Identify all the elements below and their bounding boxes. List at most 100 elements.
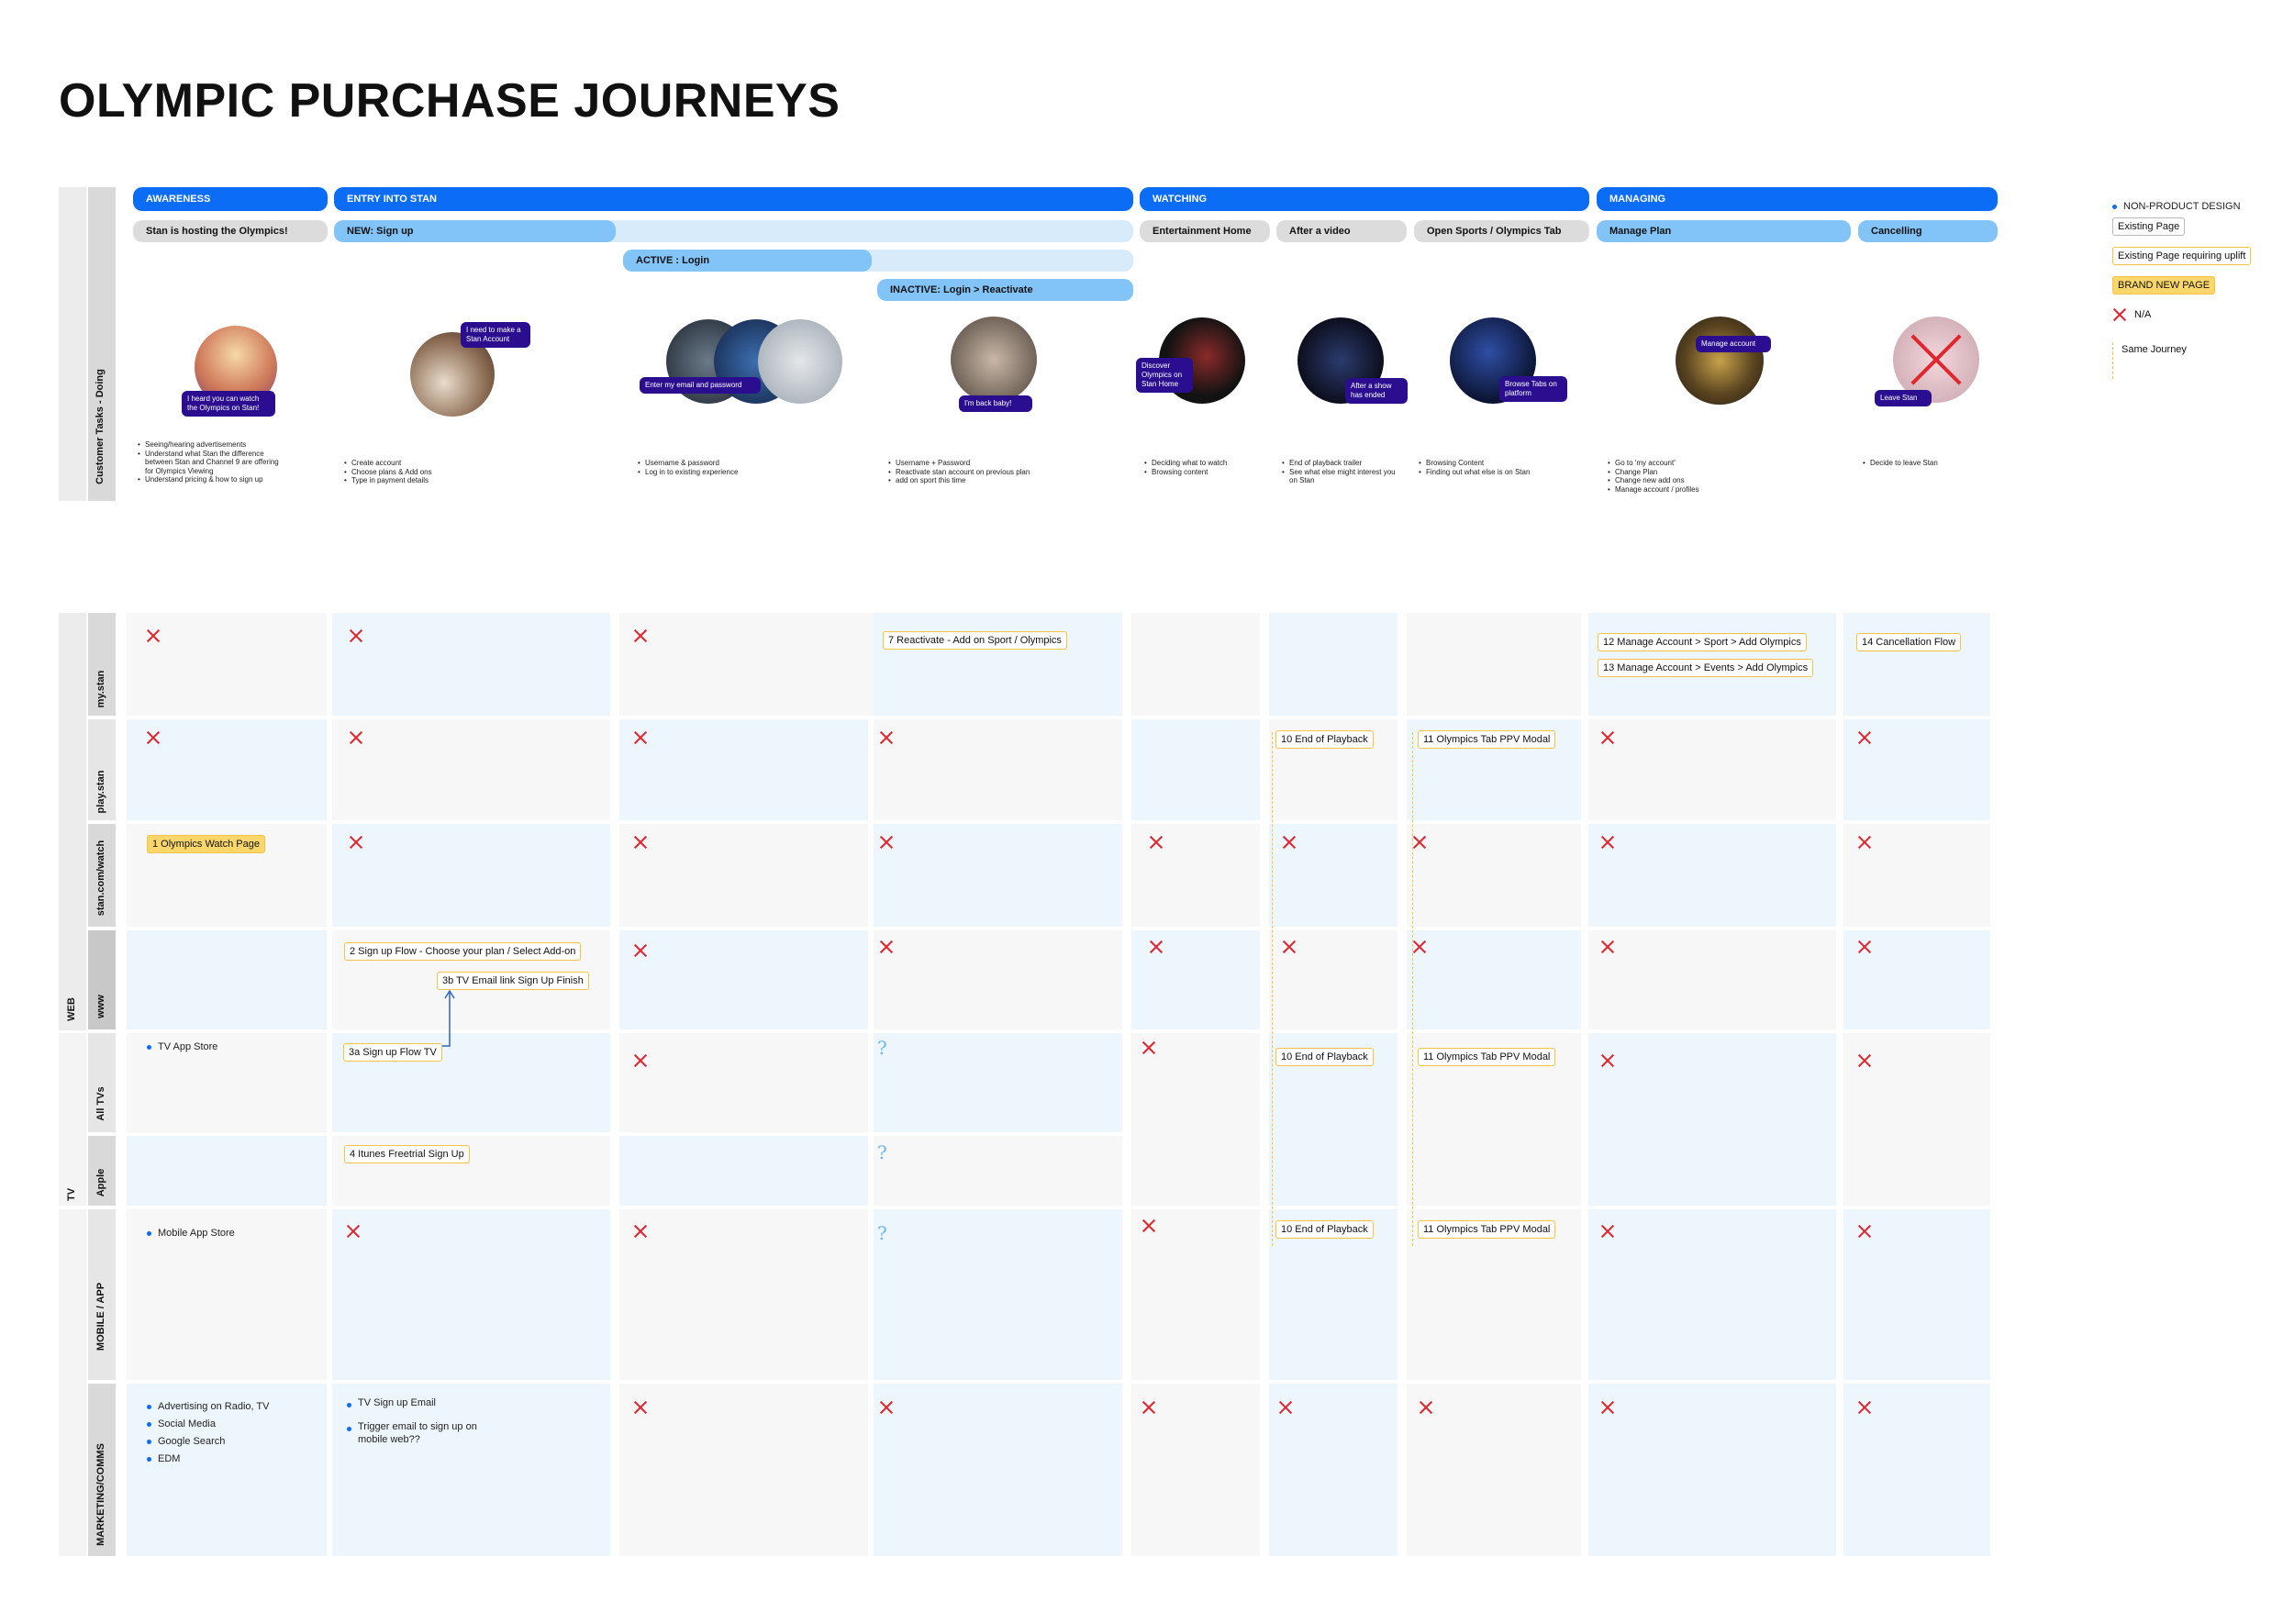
phase-entry: ENTRY INTO STAN (334, 187, 1133, 211)
na-icon (1857, 1224, 1872, 1239)
lane-label-web: WEB (66, 991, 79, 1028)
page-tag[interactable]: 7 Reactivate - Add on Sport / Olympics (883, 631, 1067, 650)
cell (874, 1209, 1122, 1380)
bubble-cancelling: Leave Stan (1875, 390, 1932, 406)
na-icon (1419, 1400, 1433, 1415)
non-product-list: Mobile App Store (147, 1225, 235, 1242)
bubble-reactivate: I'm back baby! (959, 395, 1032, 412)
na-icon (1149, 835, 1164, 850)
step-awareness: Stan is hosting the Olympics! (133, 220, 328, 242)
cell (619, 1209, 868, 1380)
na-icon (1857, 940, 1872, 954)
na-icon (146, 730, 161, 745)
na-icon (633, 628, 648, 643)
unknown-icon: ? (877, 1222, 887, 1244)
cell (1588, 719, 1836, 820)
bubble-sports-tab: Browse Tabs on platform (1499, 376, 1567, 402)
legend-same-journey: Same Journey (2112, 342, 2251, 379)
tasks-reactivate: Username + PasswordReactivate stan accou… (888, 459, 1044, 485)
cell (619, 719, 868, 820)
unknown-icon: ? (877, 1141, 887, 1163)
legend-uplift: Existing Page requiring uplift (2112, 247, 2251, 265)
na-icon (633, 1400, 648, 1415)
page-tag[interactable]: 3a Sign up Flow TV (343, 1043, 442, 1062)
page-tag[interactable]: 4 Itunes Freetrial Sign Up (344, 1145, 470, 1163)
cell (619, 824, 868, 927)
na-icon (1278, 1400, 1293, 1415)
legend-na: N/A (2112, 307, 2251, 324)
lane-label-tv: TV (66, 1176, 79, 1213)
page-tag[interactable]: 10 End of Playback (1275, 1048, 1374, 1066)
non-product-list: TV Sign up Email Trigger email to sign u… (347, 1396, 494, 1446)
cell (1843, 613, 1990, 716)
cell (1131, 719, 1260, 820)
page-tag[interactable]: 12 Manage Account > Sport > Add Olympics (1598, 633, 1807, 651)
cell (1131, 613, 1260, 716)
tasks-login: Username & passwordLog in to existing ex… (638, 459, 785, 476)
cell (127, 1136, 327, 1206)
step-cancelling: Cancelling (1858, 220, 1998, 242)
na-icon (1141, 1218, 1156, 1233)
cell (874, 824, 1122, 927)
legend-non-product: NON-PRODUCT DESIGN (2112, 198, 2251, 216)
page-tag[interactable]: 3b TV Email link Sign Up Finish (437, 972, 589, 990)
cell (874, 719, 1122, 820)
cell (1407, 613, 1581, 716)
na-icon (1857, 835, 1872, 850)
login-photo-3 (758, 319, 842, 404)
unknown-icon: ? (877, 1037, 887, 1059)
na-icon (1600, 940, 1615, 954)
na-icon (633, 1053, 648, 1068)
na-icon (1600, 1400, 1615, 1415)
na-icon (2112, 307, 2127, 322)
legend: NON-PRODUCT DESIGN Existing Page Existin… (2112, 198, 2251, 379)
lane-outer-customer (59, 187, 86, 501)
step-signup: NEW: Sign up (334, 220, 616, 242)
bubble-ent-home: Discover Olympics on Stan Home (1136, 358, 1193, 393)
page-tag[interactable]: 10 End of Playback (1275, 730, 1374, 749)
step-sports-tab: Open Sports / Olympics Tab (1414, 220, 1589, 242)
lane-label-customer: Customer Tasks - Doing (95, 362, 107, 491)
lane-label-mobile: MOBILE / APP (95, 1262, 108, 1372)
na-icon (1412, 940, 1427, 954)
page-tag[interactable]: 11 Olympics Tab PPV Modal (1418, 1048, 1555, 1066)
cell (1588, 930, 1836, 1029)
na-icon (1412, 835, 1427, 850)
page-tag[interactable]: 10 End of Playback (1275, 1220, 1374, 1239)
bubble-login: Enter my email and password (640, 377, 761, 394)
cell (332, 719, 610, 820)
non-product-list: TV App Store (147, 1039, 217, 1056)
legend-brand-new: BRAND NEW PAGE (2112, 276, 2215, 295)
lane-label-stanwatch: stan.com/watch (95, 823, 108, 933)
manage-photo (1676, 317, 1764, 405)
page-tag[interactable]: 2 Sign up Flow - Choose your plan / Sele… (344, 942, 581, 961)
tasks-manage-plan: Go to 'my account'Change PlanChange new … (1608, 459, 1727, 494)
cell (332, 613, 610, 716)
na-icon (146, 628, 161, 643)
tasks-ent-home: Deciding what to watchBrowsing content (1144, 459, 1264, 476)
na-icon (1600, 835, 1615, 850)
tasks-sports-tab: Browsing ContentFinding out what else is… (1419, 459, 1556, 476)
cell (619, 1033, 868, 1132)
cell (619, 1136, 868, 1206)
na-icon (633, 943, 648, 958)
na-icon (1141, 1400, 1156, 1415)
cell (332, 1209, 610, 1380)
non-product-list: Advertising on Radio, TVSocial MediaGoog… (147, 1398, 269, 1468)
same-journey-line (1272, 732, 1273, 1246)
page-tag[interactable]: 13 Manage Account > Events > Add Olympic… (1598, 659, 1813, 677)
na-icon (1600, 730, 1615, 745)
na-icon (1282, 940, 1297, 954)
na-icon (349, 835, 363, 850)
page-tag[interactable]: 11 Olympics Tab PPV Modal (1418, 1220, 1555, 1239)
cell (1407, 824, 1581, 927)
cell (332, 824, 610, 927)
cell (874, 1136, 1122, 1206)
na-icon (349, 628, 363, 643)
page-tag[interactable]: 11 Olympics Tab PPV Modal (1418, 730, 1555, 749)
na-icon (879, 1400, 894, 1415)
na-icon (349, 730, 363, 745)
page-tag[interactable]: 1 Olympics Watch Page (147, 835, 265, 853)
na-icon (633, 835, 648, 850)
page-tag[interactable]: 14 Cancellation Flow (1856, 633, 1961, 651)
